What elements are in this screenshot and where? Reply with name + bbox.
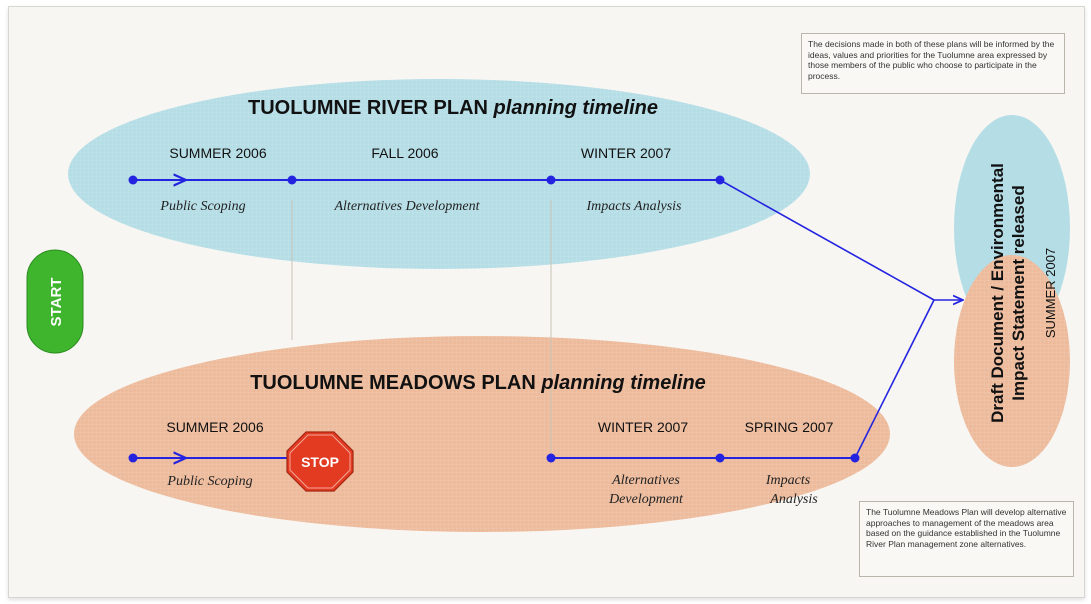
stop-sign: STOP <box>286 431 354 492</box>
meadows-plan-title: TUOLUMNE MEADOWS PLAN planning timeline <box>250 372 706 394</box>
meadows-season-label: WINTER 2007 <box>598 419 688 435</box>
meadows-phase-label: Alternatives <box>611 473 680 488</box>
release-season: SUMMER 2007 <box>1043 248 1058 338</box>
river-season-label: SUMMER 2006 <box>169 145 266 161</box>
bottom-note: The Tuolumne Meadows Plan will develop a… <box>859 501 1074 577</box>
river-phase-label: Impacts Analysis <box>585 199 682 214</box>
river-phase-label: Public Scoping <box>159 199 245 214</box>
timeline-node <box>715 453 725 463</box>
timeline-node <box>287 175 297 185</box>
converge-line-bottom <box>854 299 935 459</box>
timeline-node <box>128 453 138 463</box>
meadows-season-label: SUMMER 2006 <box>166 419 263 435</box>
timeline-node <box>546 175 556 185</box>
river-phase-label: Alternatives Development <box>333 199 480 214</box>
meadows-season-label: SPRING 2007 <box>745 419 834 435</box>
timeline-node <box>128 175 138 185</box>
river-season-label: FALL 2006 <box>371 145 438 161</box>
stop-label: STOP <box>301 454 339 470</box>
start-badge: START <box>26 249 84 354</box>
river-plan-title: TUOLUMNE RIVER PLAN planning timeline <box>248 97 658 119</box>
release-title-line2: Impact Statement released <box>1009 185 1028 400</box>
meadows-phase-label: Development <box>608 492 684 507</box>
top-note: The decisions made in both of these plan… <box>801 33 1065 94</box>
release-title-line1: Draft Document / Environmental <box>988 163 1007 423</box>
meadows-phase-label: Public Scoping <box>166 474 252 489</box>
start-label: START <box>48 278 65 327</box>
river-season-label: WINTER 2007 <box>581 145 671 161</box>
converge-line-top <box>719 179 935 301</box>
meadows-phase-label: Analysis <box>769 492 818 507</box>
meadows-phase-label: Impacts <box>765 473 811 488</box>
timeline-node <box>546 453 556 463</box>
